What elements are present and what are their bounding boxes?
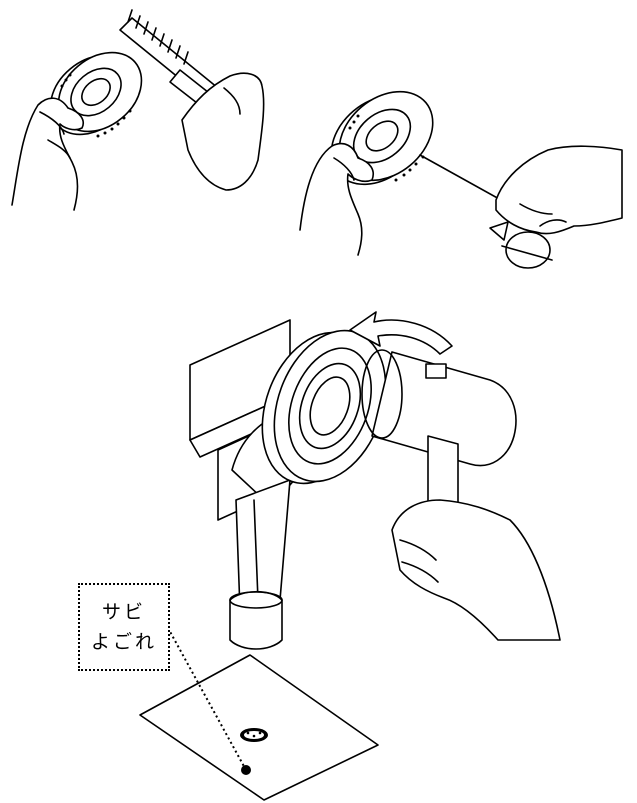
callout-line-1: サビ bbox=[102, 597, 146, 627]
left-hand-holding-disc-2 bbox=[300, 144, 373, 255]
callout-line-2: よごれ bbox=[91, 627, 157, 657]
paper-sheet bbox=[140, 655, 378, 800]
panel-hammer-tapping bbox=[190, 312, 560, 649]
hand-holding-hammer bbox=[392, 500, 560, 640]
rust-debris bbox=[240, 728, 268, 742]
panel-brush-cleaning bbox=[12, 10, 264, 210]
panel-wire-cleaning bbox=[300, 73, 622, 268]
right-hand-holding-wire bbox=[496, 146, 622, 233]
left-hand-holding-disc bbox=[12, 98, 83, 210]
rust-dirt-callout: サビ よごれ bbox=[78, 583, 170, 671]
